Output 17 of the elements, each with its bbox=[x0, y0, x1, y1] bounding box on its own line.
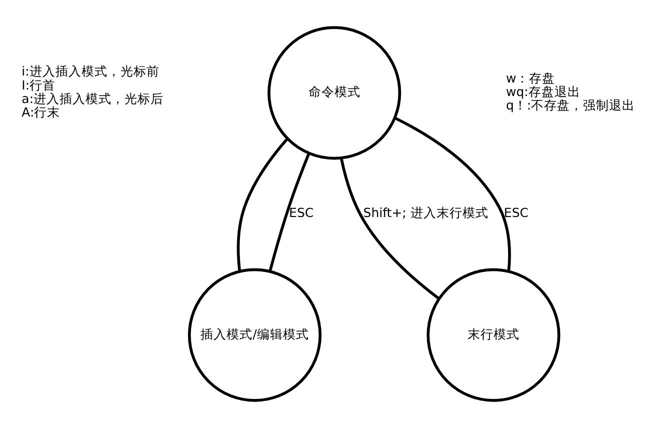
label: A:行末 bbox=[22, 104, 60, 120]
label: a:进入插入模式，光标后 bbox=[22, 90, 164, 106]
connector bbox=[268, 152, 310, 272]
label: i:进入插入模式，光标前 bbox=[22, 64, 160, 79]
edge-label: Shift+; 进入末行模式 bbox=[363, 205, 488, 220]
connector bbox=[236, 138, 289, 272]
connector bbox=[394, 116, 511, 272]
edge-label: ESC bbox=[504, 205, 529, 220]
label: I:行首 bbox=[22, 77, 56, 92]
edge-label: ESC bbox=[289, 205, 314, 220]
label: wq:存盘退出 bbox=[506, 84, 580, 100]
node-circle: 末行模式 bbox=[426, 268, 560, 402]
node-circle: 插入模式/编辑模式 bbox=[188, 268, 322, 402]
label: q！:不存盘，强制退出 bbox=[506, 98, 636, 113]
connector bbox=[340, 158, 440, 300]
label: w：存盘 bbox=[506, 70, 556, 86]
node-circle: 命令模式 bbox=[268, 26, 402, 160]
